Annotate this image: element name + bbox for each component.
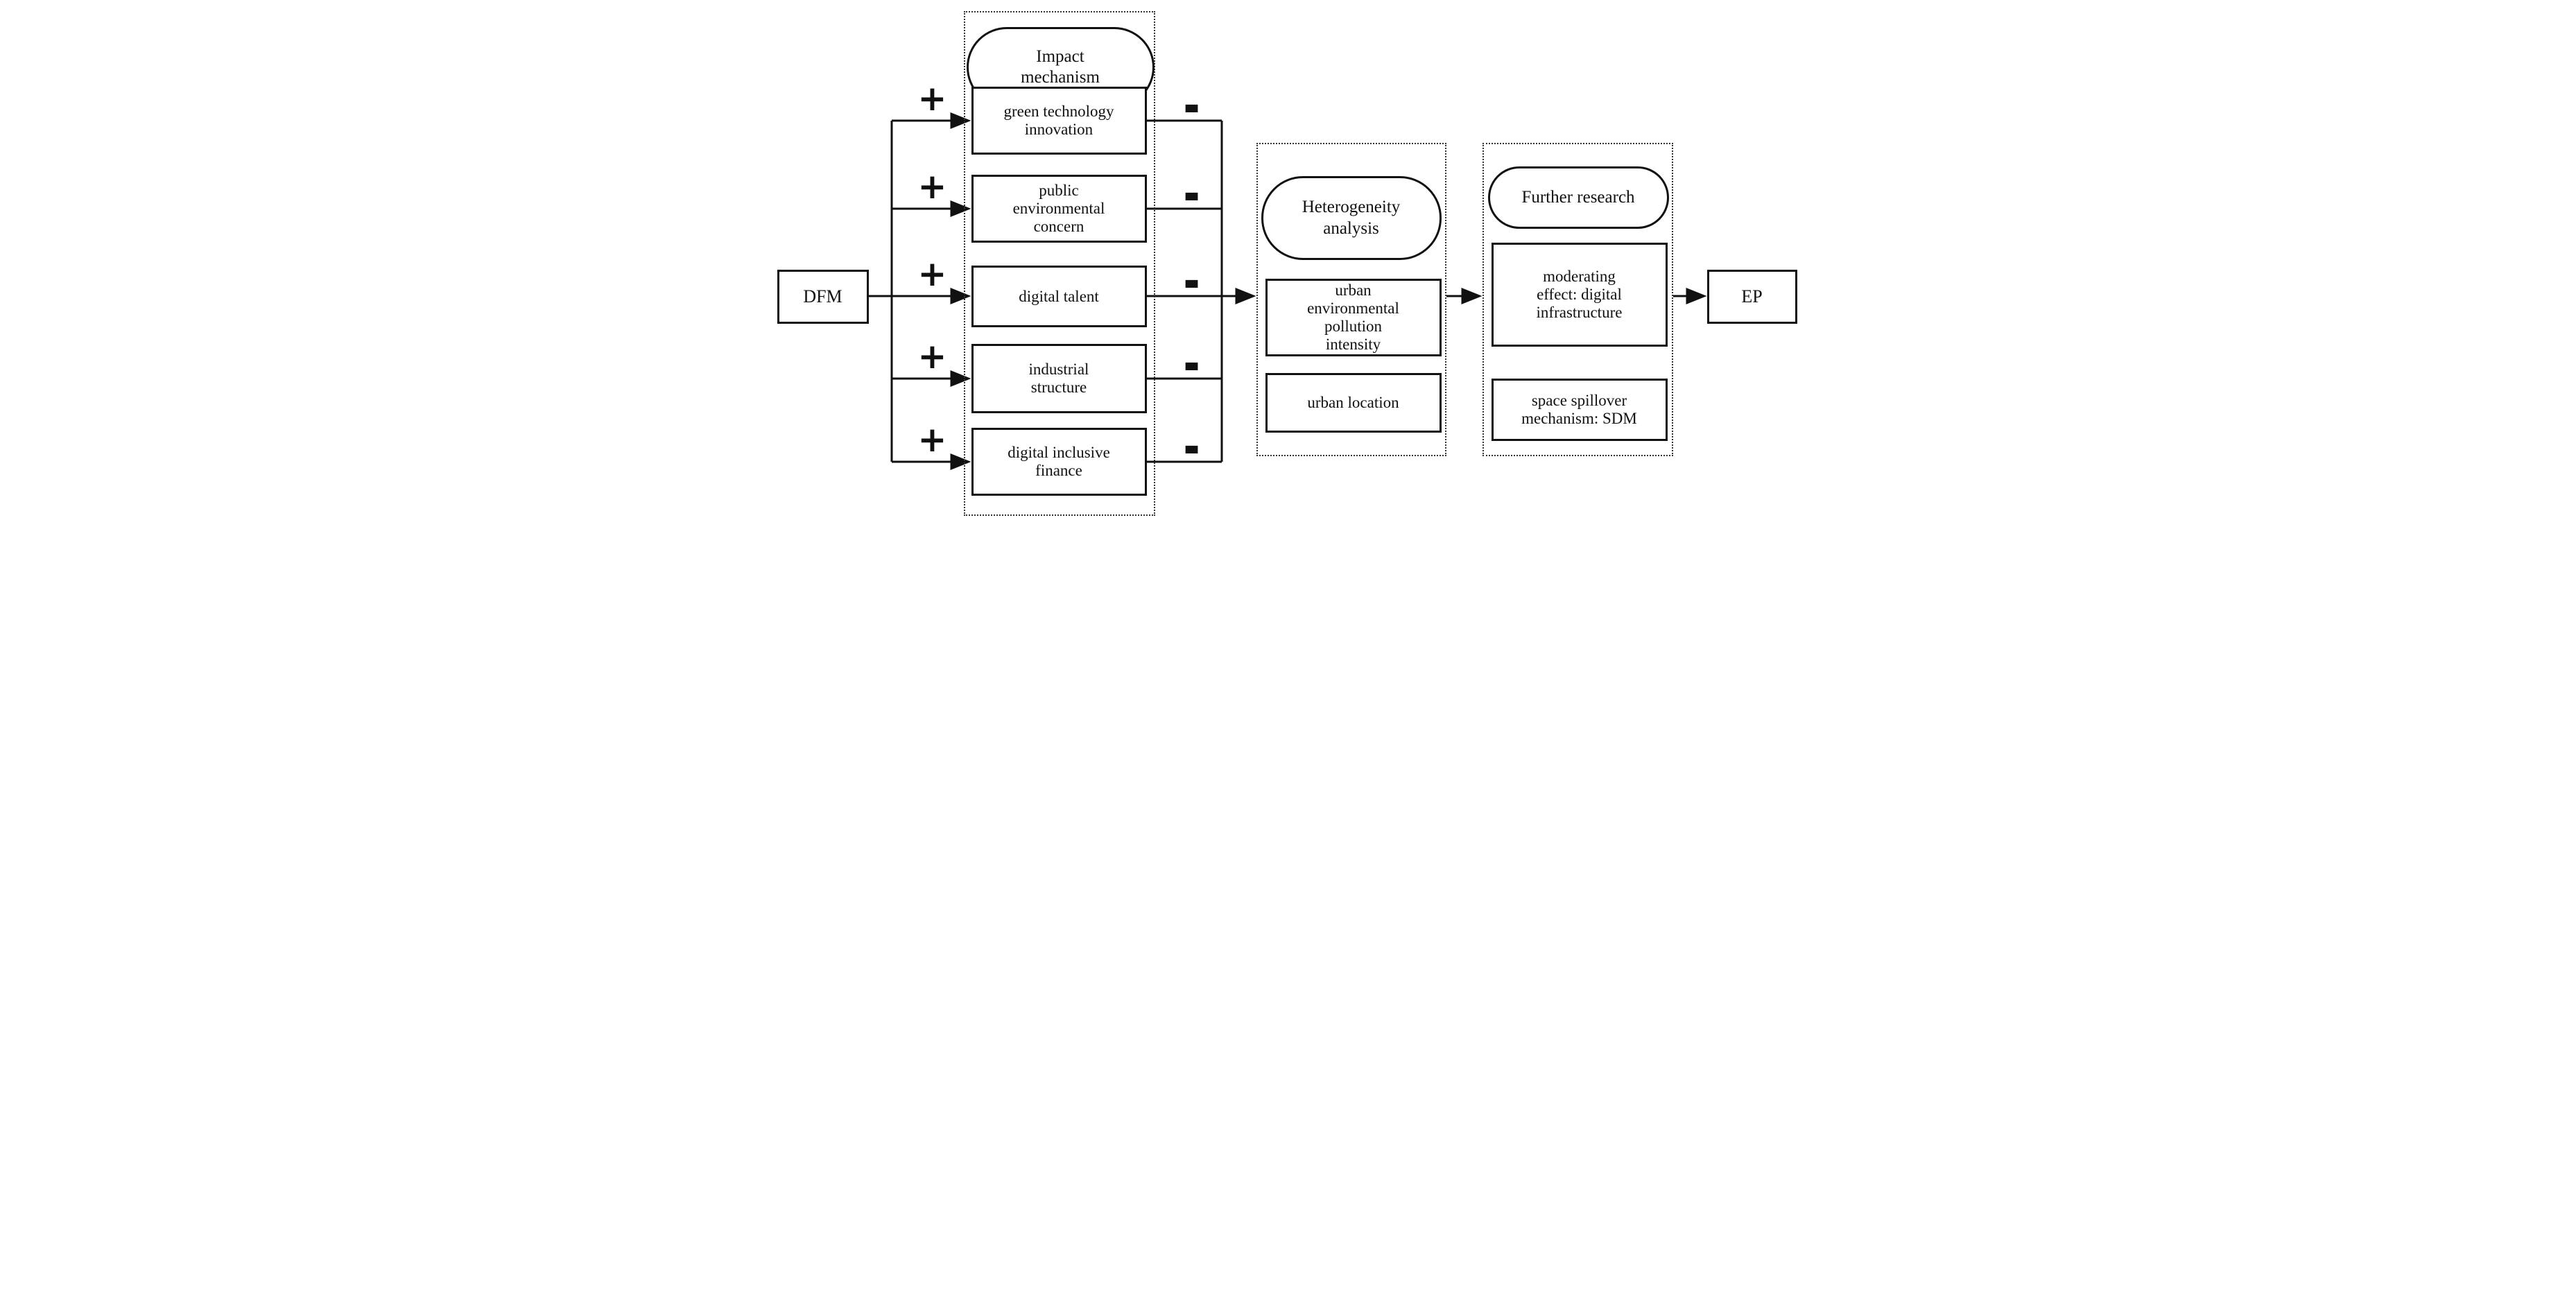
box-label: digital inclusive finance — [1008, 444, 1110, 479]
node-dfm-label: DFM — [803, 286, 842, 307]
group-impact-mechanism — [963, 11, 1155, 516]
plus-sign: + — [917, 336, 947, 376]
flow-diagram: DFM Impact mechanism green technology in… — [772, 4, 1804, 521]
group-title-heterogeneity-analysis: Heterogeneity analysis — [1261, 176, 1442, 260]
plus-sign: + — [917, 78, 947, 119]
box-space-spillover-mechanism-sdm: space spillover mechanism: SDM — [1491, 379, 1668, 441]
box-industrial-structure: industrial structure — [971, 344, 1147, 413]
node-ep-label: EP — [1741, 286, 1763, 307]
plus-sign: + — [917, 254, 947, 294]
box-label: green technology innovation — [1003, 103, 1114, 138]
box-digital-inclusive-finance: digital inclusive finance — [971, 428, 1147, 496]
box-urban-environmental-pollution-intensity: urban environmental pollution intensity — [1265, 279, 1442, 356]
group-heterogeneity-analysis — [1256, 143, 1446, 456]
group-title-label: Impact mechanism — [1021, 46, 1100, 87]
minus-sign: - — [1183, 73, 1200, 137]
group-title-further-research: Further research — [1487, 166, 1669, 229]
minus-sign: - — [1183, 331, 1200, 395]
box-green-technology-innovation: green technology innovation — [971, 87, 1147, 155]
group-title-label: Further research — [1521, 187, 1635, 207]
box-urban-location: urban location — [1265, 373, 1442, 433]
node-dfm: DFM — [777, 270, 869, 324]
box-label: urban location — [1307, 394, 1399, 411]
box-moderating-effect-digital-infrastructure: moderating effect: digital infrastructur… — [1491, 243, 1668, 347]
minus-sign: - — [1183, 415, 1200, 478]
minus-sign: - — [1183, 249, 1200, 313]
box-label: urban environmental pollution intensity — [1307, 281, 1399, 353]
group-title-label: Heterogeneity analysis — [1302, 198, 1401, 238]
box-label: space spillover mechanism: SDM — [1521, 392, 1637, 427]
plus-sign: + — [917, 419, 947, 460]
node-ep: EP — [1706, 270, 1797, 324]
box-label: digital talent — [1019, 287, 1099, 305]
box-digital-talent: digital talent — [971, 266, 1147, 327]
box-label: industrial structure — [1028, 361, 1089, 396]
box-label: moderating effect: digital infrastructur… — [1536, 268, 1623, 321]
plus-sign: + — [917, 166, 947, 207]
minus-sign: - — [1183, 162, 1200, 225]
box-public-environmental-concern: public environmental concern — [971, 175, 1147, 243]
box-label: public environmental concern — [1012, 182, 1105, 235]
group-further-research — [1482, 143, 1673, 456]
